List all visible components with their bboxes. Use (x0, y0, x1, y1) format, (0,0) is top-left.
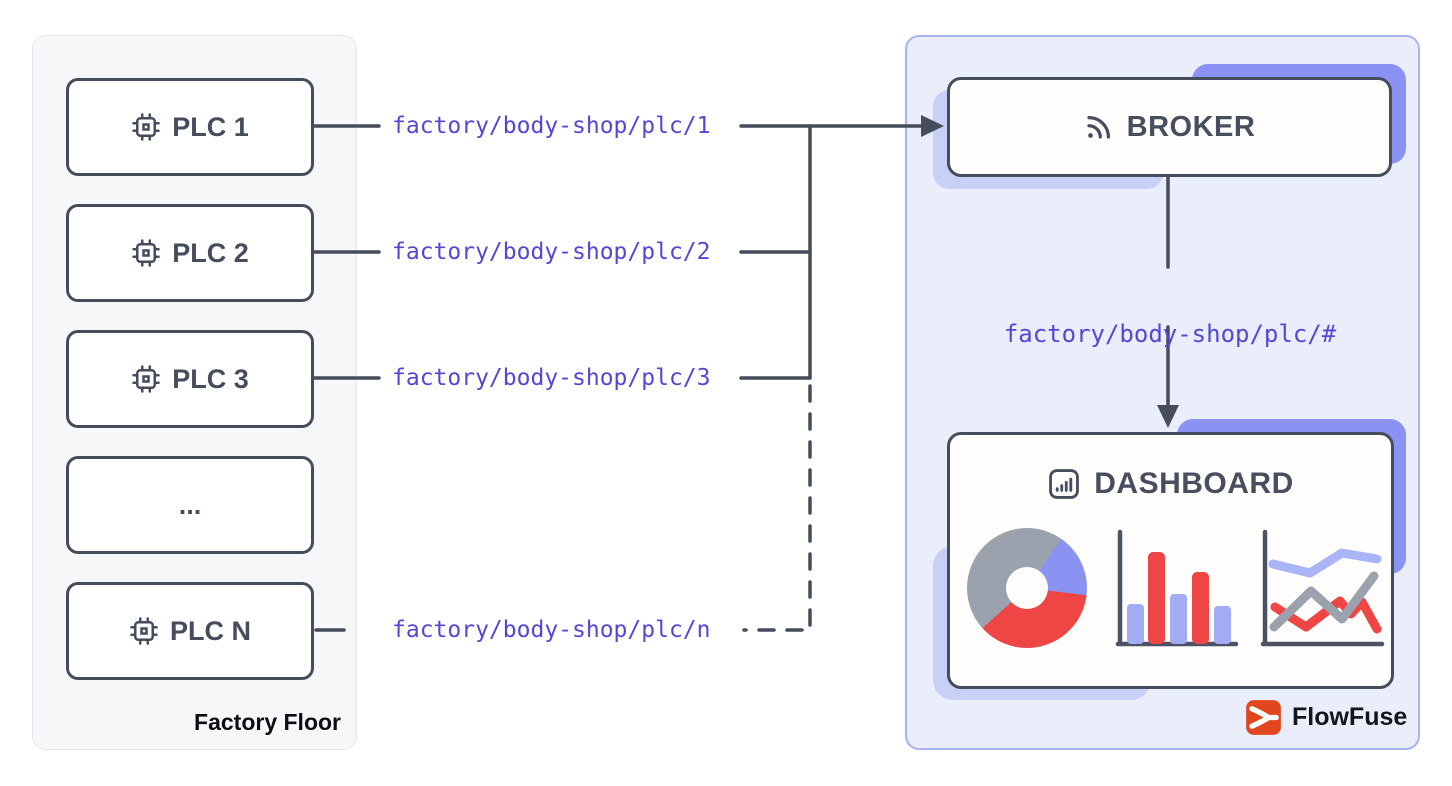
chip-icon (129, 616, 159, 646)
broker-node: BROKER (947, 77, 1392, 177)
mini-charts (1115, 529, 1385, 647)
broker-label: BROKER (1126, 110, 1256, 143)
broker-dashboard-panel: BROKER factory/body-shop/plc/# DASHBOARD (905, 35, 1420, 750)
bar-chart (1115, 529, 1239, 647)
plc-1-node: PLC 1 (66, 78, 314, 176)
plc-3-node: PLC 3 (66, 330, 314, 428)
plc-2-node: PLC 2 (66, 204, 314, 302)
dashboard-label: DASHBOARD (1094, 467, 1294, 500)
topic-plc-1: factory/body-shop/plc/1 (392, 113, 711, 139)
rss-icon (1084, 112, 1114, 142)
donut-chart (967, 528, 1087, 648)
dashboard-header: DASHBOARD (950, 467, 1391, 501)
factory-floor-caption: Factory Floor (194, 709, 341, 735)
factory-floor-panel: PLC 1 PLC 2 PLC 3 ... (32, 35, 357, 750)
chip-icon (131, 364, 161, 394)
topic-plc-2: factory/body-shop/plc/2 (392, 239, 711, 265)
line-chart (1260, 529, 1385, 647)
donut-hole (1006, 567, 1048, 609)
plc-3-label: PLC 3 (172, 363, 249, 394)
topic-plc-3: factory/body-shop/plc/3 (392, 365, 711, 391)
ellipsis-node: ... (66, 456, 314, 554)
ellipsis-label: ... (178, 489, 202, 520)
topic-plc-n: factory/body-shop/plc/n (392, 617, 711, 643)
brand-label: FlowFuse (1292, 703, 1408, 731)
plc-n-label: PLC N (170, 615, 251, 646)
plc-2-label: PLC 2 (172, 237, 249, 268)
plc-n-node: PLC N (66, 582, 314, 680)
dashboard-node: DASHBOARD (947, 432, 1394, 689)
brand: FlowFuse (1245, 699, 1407, 736)
connector-bus-dashed (742, 384, 812, 632)
flowfuse-mark (1245, 699, 1282, 736)
chip-icon (131, 112, 161, 142)
topic-wildcard: factory/body-shop/plc/# (1003, 320, 1337, 348)
chip-icon (131, 238, 161, 268)
plc-1-label: PLC 1 (172, 111, 249, 142)
bar-chart-icon (1047, 467, 1081, 501)
